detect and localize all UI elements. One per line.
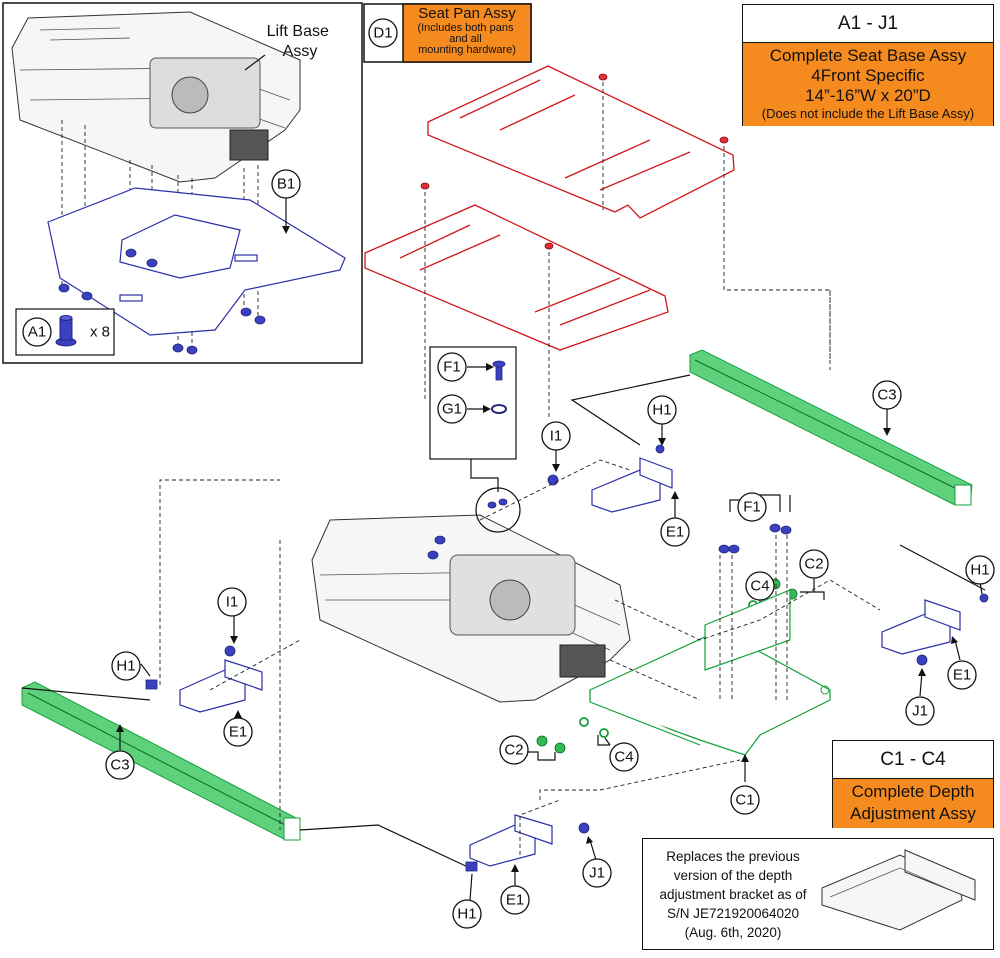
callout-f1-mid: F1 <box>737 492 767 522</box>
c2-c4-left-hw <box>536 717 609 754</box>
replacement-note-box: Replaces the previous version of the dep… <box>642 838 994 950</box>
seat-pan-guides <box>424 82 831 420</box>
f1-mid-bolts <box>718 523 792 554</box>
callout-c2-right: C2 <box>799 549 829 579</box>
kit-a1-j1-box: A1 - J1 Complete Seat Base Assy 4Front S… <box>742 4 994 126</box>
bolt-i1-top <box>547 474 559 486</box>
callout-c4-left: C4 <box>609 742 639 772</box>
svg-text:Lift Base Assy: Lift Base Assy <box>267 23 334 60</box>
depth-adjustment-bracket-c1 <box>589 589 831 756</box>
kit-c1-c4-box: C1 - C4 Complete Depth Adjustment Assy <box>832 740 994 828</box>
callout-h1-top: H1 <box>647 395 677 425</box>
svg-text:C2: C2 <box>804 556 823 573</box>
svg-text:C4: C4 <box>750 578 769 595</box>
svg-text:E1: E1 <box>666 524 684 541</box>
svg-text:H1: H1 <box>116 658 135 675</box>
callout-c2-left: C2 <box>499 735 529 765</box>
callout-h1-bottom: H1 <box>452 899 482 929</box>
f1-g1-hardware-box: F1 G1 <box>429 346 521 533</box>
callout-c3-left: C3 <box>105 750 135 780</box>
bracket-e1-bottom <box>465 814 590 872</box>
svg-text:C4: C4 <box>614 749 633 766</box>
bracket-e1-right <box>881 593 989 666</box>
svg-text:I1: I1 <box>550 428 563 445</box>
svg-text:H1: H1 <box>970 562 989 579</box>
callout-e1-bottom: E1 <box>500 885 530 915</box>
seat-pan-label-box: D1 Seat Pan Assy (Includes both pans and… <box>363 3 532 63</box>
svg-text:A1: A1 <box>28 324 46 341</box>
lift-base-inset: Lift Base Assy <box>2 2 363 364</box>
callout-i1-top: I1 <box>541 421 571 451</box>
kit-c1-c4-range: C1 - C4 <box>833 741 993 779</box>
callout-c3-right: C3 <box>872 380 902 410</box>
center-lift-base <box>311 514 631 703</box>
kit-a1-j1-line1: Complete Seat Base Assy <box>769 46 967 65</box>
seat-pan-front <box>364 182 669 351</box>
seat-pan-title: Seat Pan Assy <box>418 5 516 22</box>
callout-e1-right: E1 <box>947 660 977 690</box>
svg-text:C3: C3 <box>877 387 896 404</box>
svg-text:D1: D1 <box>373 25 392 42</box>
kit-c1-c4-line2: Adjustment Assy <box>850 804 976 823</box>
callout-g1: G1 <box>437 394 467 424</box>
svg-text:C3: C3 <box>110 757 129 774</box>
callout-h1-left: H1 <box>111 651 141 681</box>
svg-text:E1: E1 <box>229 724 247 741</box>
svg-text:E1: E1 <box>506 892 524 909</box>
svg-text:H1: H1 <box>457 906 476 923</box>
callout-j1-bottom: J1 <box>582 858 612 888</box>
callout-c1: C1 <box>730 785 760 815</box>
svg-text:B1: B1 <box>277 176 295 193</box>
kit-a1-j1-range: A1 - J1 <box>743 5 993 43</box>
seat-pan-subtitle: (Includes both pans and all mounting har… <box>417 22 516 56</box>
callout-c4-right: C4 <box>745 571 775 601</box>
svg-text:C2: C2 <box>504 742 523 759</box>
kit-a1-j1-line4: (Does not include the Lift Base Assy) <box>761 106 975 121</box>
callout-f1-top: F1 <box>437 352 467 382</box>
seat-pan-rear <box>427 65 735 219</box>
callout-a1: A1 <box>22 317 52 347</box>
callout-e1-left: E1 <box>223 717 253 747</box>
rail-c3-right <box>689 349 973 506</box>
old-bracket-illustration <box>821 849 976 931</box>
lift-base-label-line1: Lift Base <box>267 23 329 40</box>
replacement-note-text: Replaces the previous version of the dep… <box>659 849 807 940</box>
svg-text:J1: J1 <box>912 703 928 720</box>
bracket-e1-left <box>145 645 263 713</box>
a1-quantity: x 8 <box>90 324 110 341</box>
svg-text:F1: F1 <box>443 359 461 376</box>
svg-text:H1: H1 <box>652 402 671 419</box>
callout-d1: D1 <box>368 18 398 48</box>
washer-g1-icon <box>491 404 507 414</box>
lift-base-label-line2: Assy <box>283 43 318 60</box>
lift-base-assy-drawing <box>11 11 301 183</box>
svg-text:C1: C1 <box>735 792 754 809</box>
svg-text:I1: I1 <box>226 594 239 611</box>
callout-b1: B1 <box>271 169 301 199</box>
screw-f1-icon <box>492 360 506 381</box>
rail-c3-left <box>21 681 301 841</box>
screw-a1-icon <box>55 315 77 347</box>
callout-i1-left: I1 <box>217 587 247 617</box>
svg-text:G1: G1 <box>442 401 462 418</box>
kit-a1-j1-line2: 4Front Specific <box>811 66 925 85</box>
svg-text:F1: F1 <box>743 499 761 516</box>
inset-screws <box>58 248 266 355</box>
svg-text:J1: J1 <box>589 865 605 882</box>
callout-e1-top: E1 <box>660 517 690 547</box>
callout-j1-right: J1 <box>905 696 935 726</box>
callout-h1-right: H1 <box>965 555 995 585</box>
kit-a1-j1-line3: 14”-16”W x 20”D <box>805 86 931 105</box>
assembly-dashed-guides <box>159 290 881 855</box>
svg-text:E1: E1 <box>953 667 971 684</box>
kit-c1-c4-line1: Complete Depth <box>851 782 975 801</box>
bracket-e1-top <box>591 444 673 513</box>
